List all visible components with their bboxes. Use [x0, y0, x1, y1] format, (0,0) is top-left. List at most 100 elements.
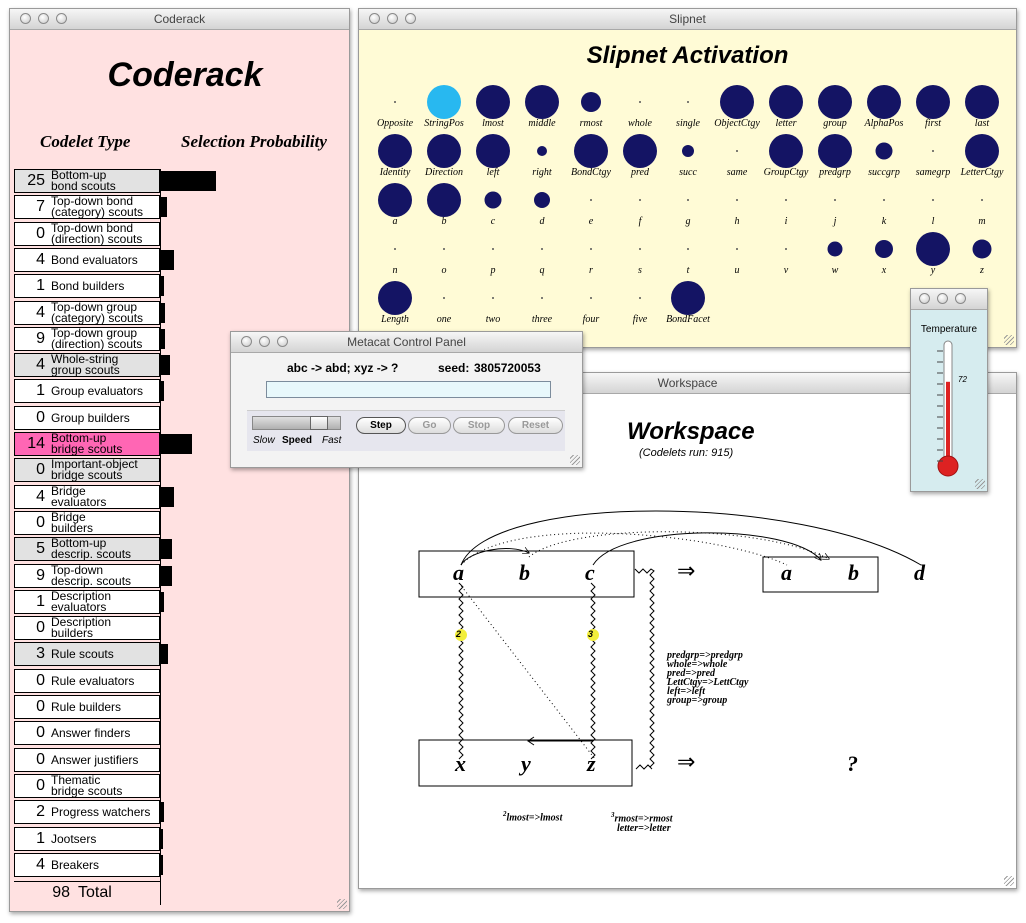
- slipnet-node: succ: [655, 130, 721, 178]
- codelet-type-label: Breakers: [51, 858, 99, 872]
- activation-dot: [476, 85, 510, 119]
- codelet-type-line1: Top-down bond: [51, 194, 134, 208]
- slipnet-node: h: [704, 179, 770, 227]
- zoom-icon[interactable]: [955, 293, 966, 304]
- codelet-total-label: Total: [78, 884, 112, 901]
- codelet-type-label: Rule evaluators: [51, 674, 134, 688]
- letter-x: x: [455, 751, 466, 776]
- minimize-icon[interactable]: [387, 13, 398, 24]
- speed-slider-thumb[interactable]: [310, 416, 328, 430]
- slipnet-node: u: [704, 228, 770, 276]
- codelet-count: 5: [36, 540, 45, 557]
- codelet-count: 1: [36, 593, 45, 610]
- problem-input[interactable]: [266, 381, 551, 398]
- codelet-type-line1: Top-down group: [51, 326, 138, 340]
- zoom-icon[interactable]: [56, 13, 67, 24]
- slipnet-node: middle: [509, 81, 575, 129]
- codelet-type-label: Group evaluators: [51, 384, 143, 398]
- letter-d: d: [914, 560, 925, 585]
- activation-dot: [785, 199, 787, 201]
- temperature-label: Temperature: [920, 324, 978, 335]
- zoom-icon[interactable]: [405, 13, 416, 24]
- close-icon[interactable]: [241, 336, 252, 347]
- codelet-type-header: Codelet Type: [40, 132, 131, 151]
- close-icon[interactable]: [20, 13, 31, 24]
- reset-button[interactable]: Reset: [508, 417, 563, 434]
- coderack-heading: Coderack: [107, 56, 263, 94]
- slipnet-node: left: [460, 130, 526, 178]
- codelet-type-line1: Whole-string: [51, 352, 119, 366]
- slipnet-node: whole: [607, 81, 673, 129]
- seed-label: seed:: [438, 361, 470, 375]
- control-panel-titlebar[interactable]: Metacat Control Panel: [231, 332, 582, 353]
- codelet-count: 0: [36, 225, 45, 242]
- probability-bar: [161, 381, 164, 401]
- probability-bar: [161, 171, 216, 191]
- slipnet-node: first: [900, 81, 966, 129]
- bond-arrow-ab: [460, 549, 529, 566]
- close-icon[interactable]: [919, 293, 930, 304]
- activation-dot: [687, 199, 689, 201]
- slipnet-node-label: five: [632, 314, 648, 325]
- minimize-icon[interactable]: [38, 13, 49, 24]
- probability-bar: [161, 855, 163, 875]
- temperature-titlebar[interactable]: [911, 289, 987, 310]
- bridge-marker-3: [587, 629, 599, 641]
- codelet-type-line1: Bottom-up: [51, 168, 107, 182]
- codelet-type-line2: group scouts: [51, 363, 120, 377]
- codelet-count: 9: [36, 567, 45, 584]
- slipnet-node: same: [704, 130, 770, 178]
- go-button[interactable]: Go: [408, 417, 451, 434]
- probability-bar: [161, 276, 164, 296]
- close-icon[interactable]: [369, 13, 380, 24]
- minimize-icon[interactable]: [259, 336, 270, 347]
- zoom-icon[interactable]: [277, 336, 288, 347]
- slipnet-node-label: rmost: [579, 118, 603, 129]
- codelet-type-label: Answer justifiers: [51, 753, 138, 767]
- codelet-count: 25: [27, 172, 45, 189]
- resize-grip-icon[interactable]: [975, 479, 985, 489]
- slipnet-node-label: GroupCtgy: [763, 167, 809, 178]
- minimize-icon[interactable]: [937, 293, 948, 304]
- slipnet-node-label: Opposite: [376, 118, 414, 129]
- slipnet-node: Identity: [362, 130, 428, 178]
- slipnet-node-label: n: [392, 265, 398, 276]
- activation-dot: [867, 85, 901, 119]
- fast-label: Fast: [322, 435, 342, 446]
- activation-dot: [581, 92, 601, 112]
- resize-grip-icon[interactable]: [337, 899, 347, 909]
- activation-dot: [965, 134, 999, 168]
- step-button[interactable]: Step: [356, 417, 406, 434]
- slipnet-node-label: a: [392, 216, 398, 227]
- speed-slider[interactable]: [252, 416, 341, 430]
- resize-grip-icon[interactable]: [1004, 335, 1014, 345]
- probability-bar: [161, 566, 172, 586]
- stop-button[interactable]: Stop: [453, 417, 505, 434]
- slipnet-node-label: pred: [631, 167, 649, 178]
- slipnet-titlebar[interactable]: Slipnet: [359, 9, 1016, 30]
- resize-grip-icon[interactable]: [1004, 876, 1014, 886]
- activation-dot: [818, 85, 852, 119]
- slipnet-node: AlphaPos: [851, 81, 917, 129]
- slipnet-node-label: Length: [381, 314, 409, 325]
- slipnet-node: BondCtgy: [558, 130, 624, 178]
- activation-dot: [378, 281, 412, 315]
- codelet-type-line1: Bridge: [51, 510, 86, 524]
- codelet-count: 9: [36, 330, 45, 347]
- slipnet-node-label: b: [441, 216, 447, 227]
- codelet-type-label: Bond evaluators: [51, 253, 138, 267]
- slipnet-node: w: [802, 228, 868, 276]
- coderack-titlebar[interactable]: Coderack: [10, 9, 349, 30]
- resize-grip-icon[interactable]: [570, 455, 580, 465]
- bridge-note-3-line2: letter=>letter: [617, 823, 671, 835]
